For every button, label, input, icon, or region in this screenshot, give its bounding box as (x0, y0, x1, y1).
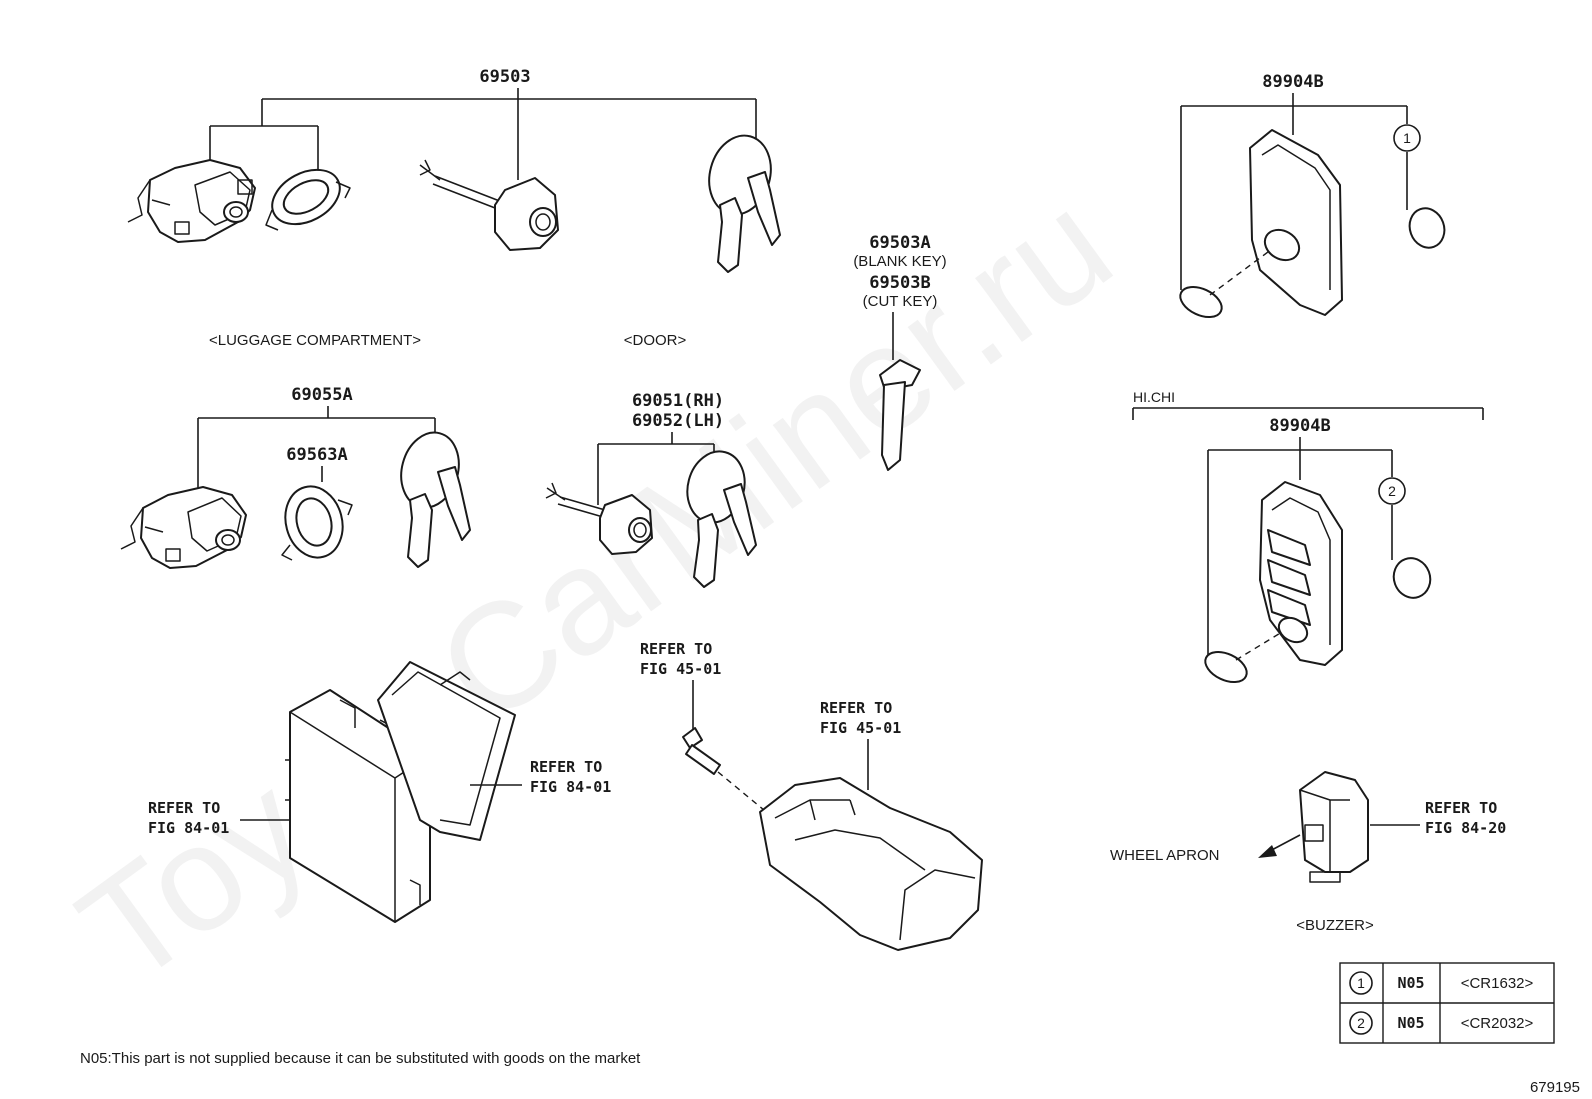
blank-key-icon (879, 359, 921, 471)
group-69051-69052: 69051(RH) 69052(LH) (597, 391, 724, 505)
wheel-apron-label: WHEEL APRON (1110, 847, 1219, 864)
part-number-69051: 69051(RH) (632, 391, 724, 411)
remote-key-fob-top-icon (1249, 129, 1343, 316)
table-circle-1: 1 (1357, 975, 1365, 991)
connector-bracket-icon (377, 661, 516, 841)
arrow-head-icon (1258, 845, 1277, 858)
bolt-icon (682, 727, 771, 816)
fig-84-20-label: FIG 84-20 (1425, 819, 1506, 837)
battery-cover-bottom-icon (1204, 631, 1283, 684)
battery-cr1632-icon (1408, 207, 1446, 249)
luggage-gasket-set-icon (281, 485, 353, 561)
hichi-label: HI.CHI (1133, 389, 1175, 405)
group-69503: 69503 (209, 67, 757, 180)
part-number-69503B: 69503B (869, 273, 930, 293)
refer-fig-84-20: REFER TO FIG 84-20 (1370, 799, 1506, 837)
table-code-2: N05 (1397, 1014, 1424, 1032)
key-door-set-icon (686, 450, 757, 588)
refer-fig-45-01-cover: REFER TO FIG 45-01 (820, 699, 901, 790)
group-89904B-bottom: 89904B 2 (1207, 416, 1406, 655)
callout-2: 2 (1388, 483, 1396, 499)
table-code-1: N05 (1397, 974, 1424, 992)
remote-key-fob-bottom-icon (1259, 481, 1343, 666)
part-number-69055A: 69055A (291, 385, 352, 405)
part-number-69563A: 69563A (286, 445, 347, 465)
wheel-apron-pointer: WHEEL APRON (1110, 834, 1301, 864)
fig-45-01-label: FIG 45-01 (640, 660, 721, 678)
luggage-lock-cylinder-icon (127, 159, 256, 243)
table-battery-2: <CR2032> (1461, 1015, 1534, 1032)
refer-fig-84-01-right: REFER TO FIG 84-01 (470, 758, 611, 796)
hichi-bracket: HI.CHI (1132, 389, 1484, 420)
label-cut-key: (CUT KEY) (863, 293, 938, 310)
steering-column-cover-icon (759, 777, 983, 951)
refer-fig-84-01-left: REFER TO FIG 84-01 (148, 799, 290, 837)
label-blank-key: (BLANK KEY) (853, 253, 946, 270)
luggage-lock-cylinder-set-icon (120, 486, 247, 569)
fig-45-01-label: FIG 45-01 (820, 719, 901, 737)
fig-84-01-label: FIG 84-01 (148, 819, 229, 837)
group-89904B-top: 89904B 1 (1180, 72, 1421, 290)
table-battery-1: <CR1632> (1461, 975, 1534, 992)
refer-to-label: REFER TO (640, 640, 712, 658)
caption-luggage-compartment: <LUGGAGE COMPARTMENT> (209, 332, 421, 349)
battery-cr2032-icon (1392, 557, 1432, 599)
caption-door: <DOOR> (624, 332, 687, 349)
battery-cover-top-icon (1179, 251, 1269, 319)
luggage-lock-gasket-icon (265, 168, 351, 231)
key-door-icon (708, 134, 781, 273)
callout-1: 1 (1403, 130, 1411, 146)
group-69503A-B: 69503A (BLANK KEY) 69503B (CUT KEY) (853, 233, 947, 360)
refer-to-label: REFER TO (1425, 799, 1497, 817)
door-lock-cylinder-set-icon (545, 482, 653, 555)
refer-to-label: REFER TO (148, 799, 220, 817)
table-row: 1 N05 <CR1632> (1349, 971, 1534, 995)
part-number-69503: 69503 (479, 67, 530, 87)
part-number-69503A: 69503A (869, 233, 930, 253)
figure-id: 679195 (1530, 1079, 1580, 1096)
group-69055A: 69055A 69563A (197, 385, 436, 495)
footnote: N05:This part is not supplied because it… (80, 1050, 641, 1067)
refer-to-label: REFER TO (530, 758, 602, 776)
caption-buzzer: <BUZZER> (1296, 917, 1374, 934)
part-number-89904B-bottom: 89904B (1269, 416, 1330, 436)
battery-table: 1 N05 <CR1632> 2 N05 <CR2032> (1339, 962, 1555, 1044)
table-row: 2 N05 <CR2032> (1349, 1011, 1534, 1035)
fig-84-01-label: FIG 84-01 (530, 778, 611, 796)
refer-fig-45-01-bolt: REFER TO FIG 45-01 (640, 640, 721, 730)
door-lock-cylinder-icon (419, 159, 559, 251)
table-circle-2: 2 (1357, 1015, 1365, 1031)
buzzer-icon (1299, 771, 1369, 883)
refer-to-label: REFER TO (820, 699, 892, 717)
part-number-69052: 69052(LH) (632, 411, 724, 431)
part-number-89904B-top: 89904B (1262, 72, 1323, 92)
key-luggage-set-icon (400, 431, 471, 568)
